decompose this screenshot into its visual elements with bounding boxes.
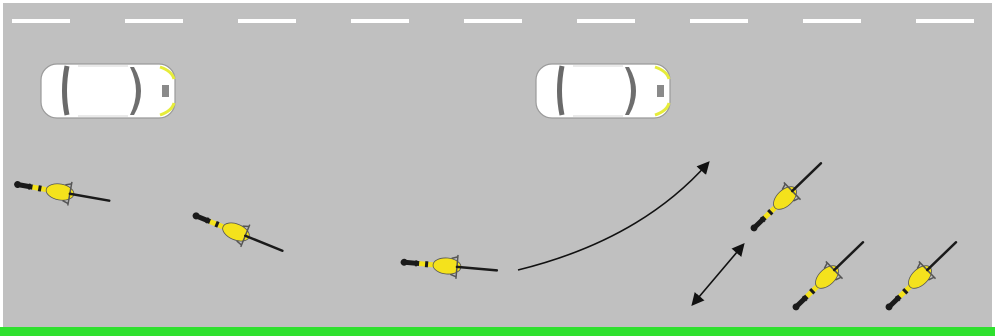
lane-marking-dash: [916, 19, 974, 23]
lane-marking-dash: [690, 19, 748, 23]
lane-marking-dash: [803, 19, 861, 23]
road-surface: [3, 3, 992, 327]
car-icon: [536, 64, 670, 118]
lane-marking-dash: [12, 19, 70, 23]
grass-edge: [0, 327, 995, 336]
lane-marking-dash: [125, 19, 183, 23]
lane-marking-dash: [351, 19, 409, 23]
lane-marking-dash: [464, 19, 522, 23]
lane-center-markings: [12, 19, 974, 23]
lane-marking-dash: [238, 19, 296, 23]
car-icon: [41, 64, 175, 118]
lane-marking-dash: [577, 19, 635, 23]
